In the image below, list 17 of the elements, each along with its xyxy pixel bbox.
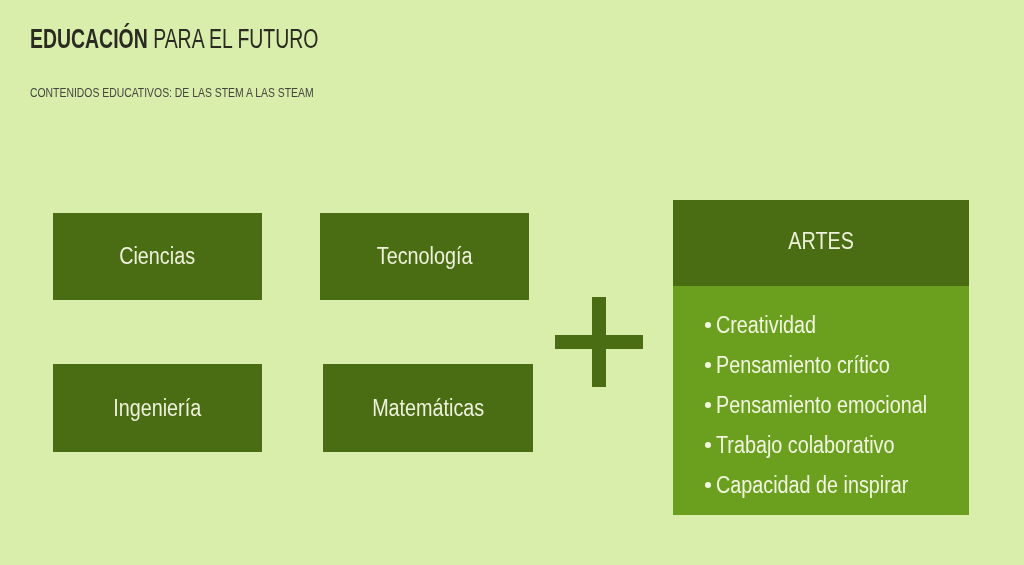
list-item: Trabajo colaborativo xyxy=(716,431,895,460)
list-item: Capacidad de inspirar xyxy=(716,471,909,500)
subject-label: Matemáticas xyxy=(371,394,485,422)
card-title: ARTES xyxy=(788,227,854,255)
subject-label: Tecnología xyxy=(376,243,473,270)
subject-box xyxy=(53,213,262,300)
list-item: Pensamiento crítico xyxy=(716,351,890,380)
list-item: Creatividad xyxy=(716,311,817,340)
subtitle: CONTENIDOS EDUCATIVOS: DE LAS STEM A LAS STEAM xyxy=(30,85,314,101)
subject-box xyxy=(53,364,262,452)
subject-label: Ciencias xyxy=(119,243,196,270)
subject-box xyxy=(320,213,529,300)
category-card xyxy=(673,200,969,515)
subject-box xyxy=(323,364,533,452)
title: EDUCACIÓN PARA EL FUTURO xyxy=(30,22,319,56)
subject-label: Ingeniería xyxy=(113,394,202,422)
list-item: Pensamiento emocional xyxy=(716,391,928,420)
